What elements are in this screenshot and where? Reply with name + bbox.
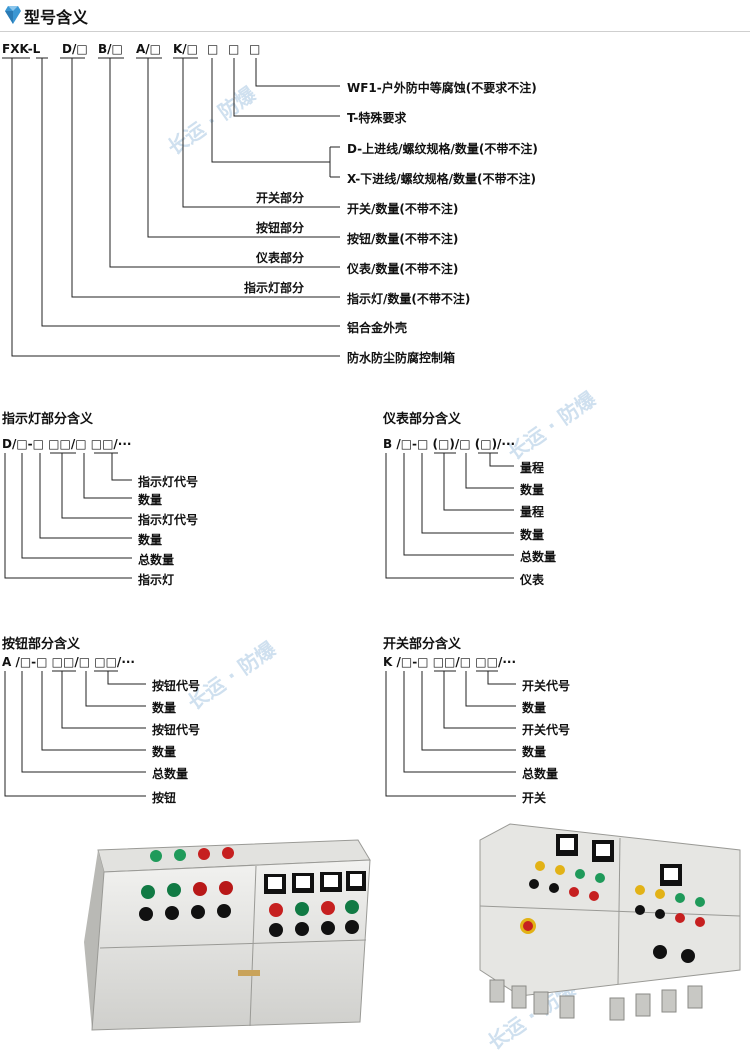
indicator-lamps: [529, 861, 705, 927]
button-label-name: 按钮: [152, 791, 177, 805]
product-photo-left: [84, 839, 371, 1031]
lamp-label-total: 总数量: [138, 553, 175, 567]
switch-label-name: 开关: [522, 791, 547, 805]
switch-code: K /□-□ □□/□ □□/···: [383, 655, 517, 669]
switch-label-code-2: 开关代号: [522, 679, 571, 693]
code-cable: □: [207, 42, 219, 56]
button-label-qty-2: 数量: [152, 701, 177, 715]
switch-label-qty-2: 数量: [522, 701, 547, 715]
label-environment: WF1-户外防中等腐蚀(不要求不注): [347, 81, 537, 95]
title-divider: [0, 31, 750, 32]
code-meter: B/□: [98, 42, 123, 56]
lamp-code: D/□-□ □□/□ □□/···: [2, 437, 132, 451]
gem-icon: [5, 6, 21, 24]
button-code: A /□-□ □□/□ □□/···: [2, 655, 135, 669]
meters: [264, 871, 366, 894]
indicator-lamps: [139, 847, 234, 921]
label-special: T-特殊要求: [347, 111, 407, 125]
meter-label-range-1: 量程: [520, 505, 545, 519]
lamp-section-title: 指示灯部分含义: [2, 412, 94, 427]
model-connector-lines: [2, 57, 340, 357]
switch-label-qty-1: 数量: [522, 745, 547, 759]
meter-section-title: 仪表部分含义: [383, 412, 462, 427]
code-button: A/□: [136, 42, 162, 56]
button-label-code-2: 按钮代号: [152, 679, 201, 693]
button-section-title: 按钮部分含义: [2, 637, 81, 652]
label-product: 防水防尘防腐控制箱: [347, 351, 456, 365]
part-name-button: 按钮部分: [256, 221, 305, 235]
label-lower-inlet: X-下进线/螺纹规格/数量(不带不注): [347, 172, 536, 186]
lamp-label-code-2: 指示灯代号: [138, 475, 199, 489]
meter-label-name: 仪表: [520, 573, 545, 587]
lamp-label-qty-1: 数量: [138, 533, 163, 547]
code-special: □: [228, 42, 240, 56]
page-title: 型号含义: [24, 8, 89, 27]
switch-label-total: 总数量: [522, 767, 559, 781]
product-photo-right: [479, 823, 741, 1021]
label-lamp: 指示灯/数量(不带不注): [347, 292, 471, 306]
part-name-switch: 开关部分: [256, 191, 305, 205]
meter-code: B /□-□ (□)/□ (□)/···: [383, 437, 516, 451]
label-button: 按钮/数量(不带不注): [347, 232, 459, 246]
label-meter: 仪表/数量(不带不注): [347, 262, 459, 276]
part-name-meter: 仪表部分: [256, 251, 305, 265]
part-name-lamp: 指示灯部分: [244, 281, 305, 295]
button-label-total: 总数量: [152, 767, 189, 781]
push-buttons: [269, 900, 359, 937]
lamp-label-name: 指示灯: [138, 573, 175, 587]
label-upper-inlet: D-上进线/螺纹规格/数量(不带不注): [347, 142, 538, 156]
code-lamp: D/□: [62, 42, 88, 56]
code-switch: K/□: [173, 42, 199, 56]
switch-label-code-1: 开关代号: [522, 723, 571, 737]
lamp-label-code-1: 指示灯代号: [138, 513, 199, 527]
switch-section-title: 开关部分含义: [383, 637, 462, 652]
meters: [556, 834, 682, 886]
title-bar: 型号含义: [0, 0, 750, 32]
button-label-code-1: 按钮代号: [152, 723, 201, 737]
code-series: FXK-L: [2, 42, 41, 56]
label-enclosure: 铝合金外壳: [347, 321, 408, 335]
meter-label-qty-2: 数量: [520, 483, 545, 497]
cable-glands: [489, 979, 703, 1021]
lamp-label-qty-2: 数量: [138, 493, 163, 507]
meter-label-range-2: 量程: [520, 461, 545, 475]
button-label-qty-1: 数量: [152, 745, 177, 759]
code-environment: □: [249, 42, 261, 56]
meter-label-total: 总数量: [520, 550, 557, 564]
label-switch: 开关/数量(不带不注): [347, 202, 459, 216]
meter-label-qty-1: 数量: [520, 528, 545, 542]
